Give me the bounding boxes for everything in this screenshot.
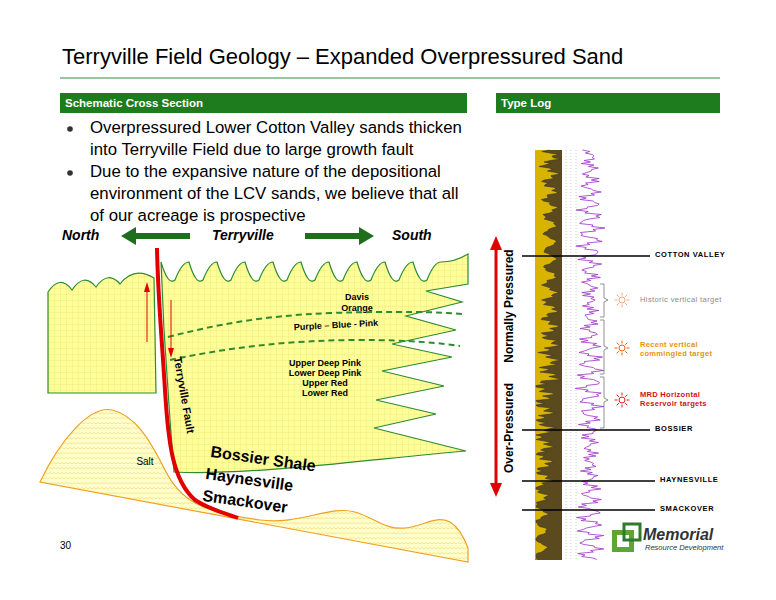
marker-line [522, 509, 655, 511]
formation-label: Orange [297, 303, 417, 313]
target-label: Historic vertical target [640, 296, 722, 305]
page-number: 30 [60, 540, 71, 552]
formation-label: Lower Red [265, 388, 385, 398]
marker-label: SMACKOVER [660, 505, 714, 514]
bullet-text: Due to the expansive nature of the depos… [90, 161, 468, 227]
type-log [535, 150, 605, 560]
direction-label: South [392, 227, 432, 243]
target-label: MRD Horizontal Reservoir targets [640, 390, 728, 408]
arrow-head [490, 236, 502, 250]
bullet-text: Overpressured Lower Cotton Valley sands … [90, 117, 468, 161]
section-header: Schematic Cross Section [60, 93, 467, 113]
formation-label: Upper Red [265, 378, 385, 388]
target-symbol [615, 293, 630, 308]
gamma-ray-fill [535, 150, 561, 560]
formation-label: Lower Deep Pink [265, 368, 385, 378]
shape-outline-path [40, 410, 468, 562]
bullet-dot [67, 126, 73, 132]
log-grid [576, 150, 577, 560]
north-arrow [121, 227, 190, 245]
slide-title: Terryville Field Geology – Expanded Over… [62, 44, 623, 70]
marker-label: HAYNESVILLE [660, 476, 718, 485]
marker-label: BOSSIER [655, 425, 693, 434]
gamma-ray-curve [536, 150, 561, 560]
title-rule [60, 78, 720, 79]
pressure-label: Over-Pressured [503, 383, 517, 473]
pressure-arrow-shaft [495, 246, 498, 487]
logo-text: Resource Development [645, 544, 723, 553]
arrow-head [490, 483, 502, 497]
marker-line [522, 255, 650, 257]
pressure-label: Normally Pressured [503, 249, 517, 362]
logo-mark [624, 524, 640, 540]
header-text: Type Log [501, 93, 551, 113]
marker-line [522, 480, 655, 482]
south-arrow [305, 227, 374, 245]
log-grid [566, 150, 567, 560]
formation-label: Salt [85, 457, 205, 467]
marker-line [522, 429, 650, 431]
log-grid [571, 150, 572, 560]
target-symbol [615, 341, 630, 356]
direction-label: North [62, 227, 99, 243]
bracket [600, 320, 608, 374]
bullet-dot [67, 170, 73, 176]
log-track [535, 150, 562, 560]
logo-text: Memorial [643, 526, 713, 544]
section-header: Type Log [496, 93, 720, 113]
target-label: Recent vertical commingled target [640, 340, 728, 358]
formation-label: Upper Deep Pink [265, 358, 385, 368]
marker-label: COTTON VALLEY [655, 251, 725, 260]
bracket [600, 377, 608, 428]
resistivity-curve [575, 150, 605, 560]
bracket [600, 284, 608, 317]
header-text: Schematic Cross Section [65, 93, 203, 113]
formation-label: Davis [297, 292, 417, 302]
target-symbol [615, 393, 630, 408]
field-label: Terryville [212, 227, 274, 243]
